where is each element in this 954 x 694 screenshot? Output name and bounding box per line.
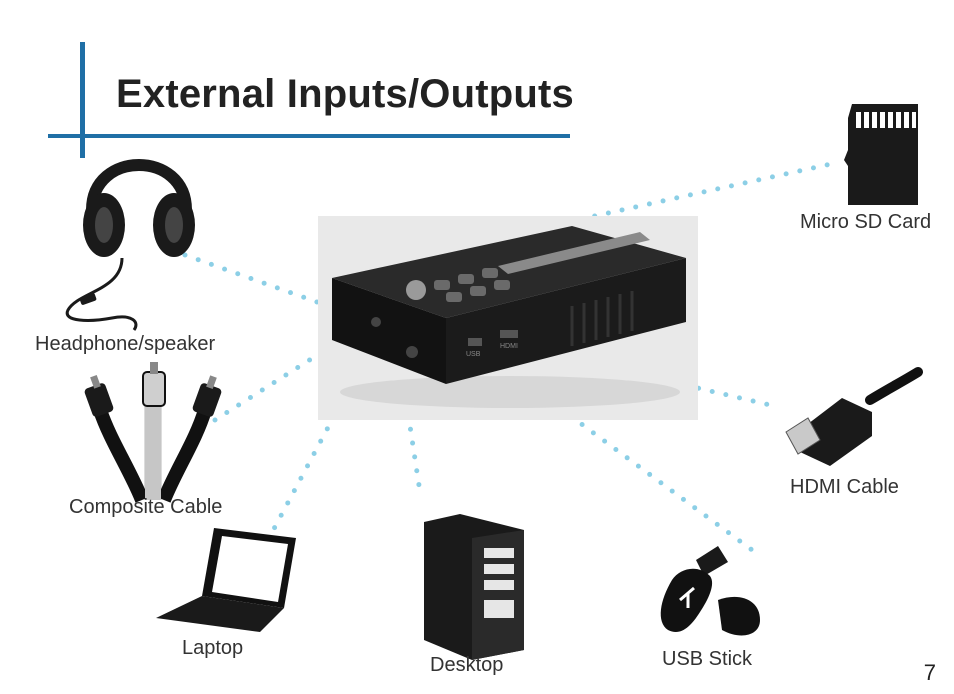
headphones-icon <box>65 159 195 331</box>
hdmi-cable-label: HDMI Cable <box>790 476 899 498</box>
laptop-icon <box>156 528 296 632</box>
accent-horizontal-rule <box>48 134 570 138</box>
hdmi-cable-icon <box>785 367 923 466</box>
desktop-label: Desktop <box>430 654 504 676</box>
projector-photo: USB HDMI <box>318 216 698 420</box>
desktop-tower-icon <box>424 514 524 660</box>
connector-desktop <box>397 357 423 495</box>
composite-cable-label: Composite Cable <box>69 496 223 518</box>
laptop-label: Laptop <box>182 637 244 659</box>
port-label-usb: USB <box>466 351 481 358</box>
composite-cable-icon <box>84 362 222 503</box>
page-number: 7 <box>923 660 936 685</box>
headphone-speaker-label: Headphone/speaker <box>35 333 216 355</box>
usb-stick-icon <box>660 546 760 636</box>
port-label-hdmi: HDMI <box>500 343 518 350</box>
page-title: External Inputs/Outputs <box>116 72 574 116</box>
micro-sd-card-icon <box>844 104 918 205</box>
accent-vertical-bar <box>80 42 85 158</box>
connector-sd-card <box>537 159 843 231</box>
usb-stick-label: USB Stick <box>662 648 753 670</box>
micro-sd-card-label: Micro SD Card <box>800 211 932 233</box>
connector-composite <box>212 325 363 423</box>
